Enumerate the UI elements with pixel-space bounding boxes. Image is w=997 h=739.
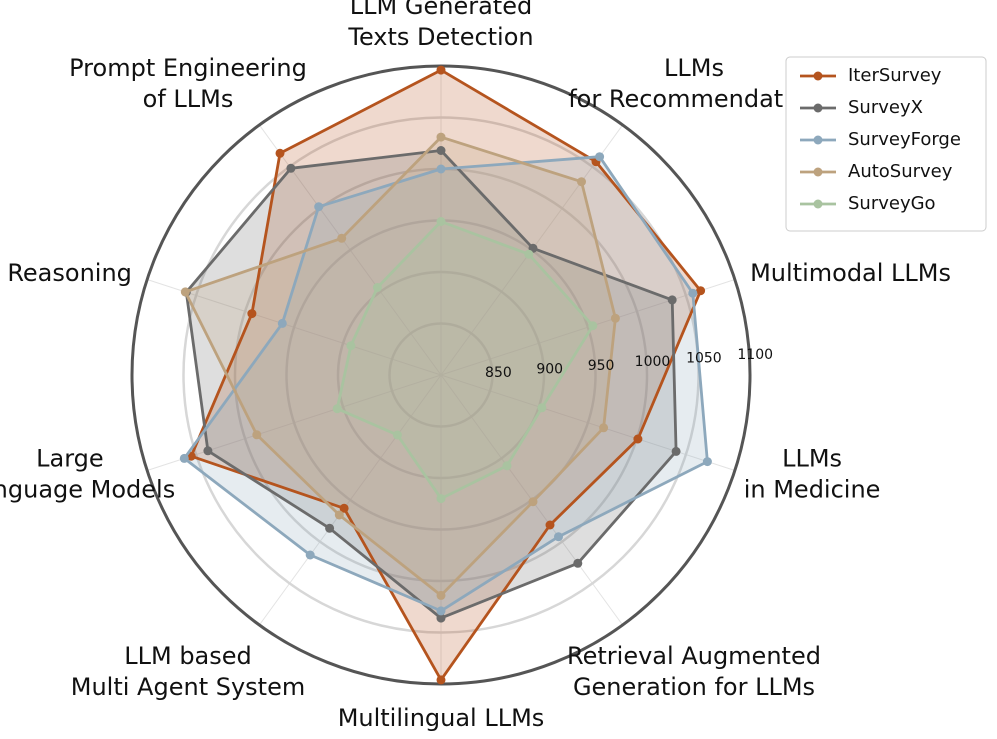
axis-label: Large <box>36 444 104 472</box>
data-point <box>334 510 344 520</box>
radial-tick-label: 1050 <box>686 351 722 367</box>
data-point <box>339 503 349 513</box>
grid-ring <box>388 322 494 428</box>
data-point <box>545 520 555 530</box>
data-point <box>436 613 446 623</box>
grid-ring <box>336 270 546 480</box>
data-point <box>180 287 190 297</box>
data-point <box>436 494 446 504</box>
axis-label: Multimodal LLMs <box>750 259 951 287</box>
legend-entry-label: SurveyGo <box>848 193 936 214</box>
data-point <box>436 65 446 75</box>
legend-swatch-marker <box>813 199 823 209</box>
data-point <box>554 532 563 542</box>
series-area <box>185 137 616 596</box>
legend-swatch-marker <box>813 103 823 113</box>
series-area <box>191 70 701 680</box>
data-point <box>436 606 446 616</box>
data-point <box>436 590 446 600</box>
data-point <box>346 341 356 351</box>
data-point <box>633 434 643 444</box>
data-point <box>502 461 512 471</box>
legend-box <box>785 56 987 232</box>
data-point <box>436 146 446 155</box>
radial-tick-label: 850 <box>485 365 512 381</box>
data-point <box>671 446 681 456</box>
radial-tick-label: 950 <box>588 358 615 374</box>
data-point <box>588 321 598 331</box>
data-point <box>179 453 189 463</box>
radial-tick-label: 1000 <box>635 354 671 370</box>
data-point <box>436 164 446 174</box>
axis-label: Language Models <box>0 475 175 503</box>
radial-tick-label: 1100 <box>737 347 773 363</box>
data-point <box>275 148 285 158</box>
data-point <box>595 152 605 162</box>
legend-swatch-marker <box>813 135 823 145</box>
series-lines <box>179 65 712 685</box>
data-point <box>667 295 677 305</box>
data-point <box>599 423 609 433</box>
data-point <box>372 283 382 292</box>
axis-label: LLMs <box>782 444 842 472</box>
data-point <box>436 217 446 226</box>
axis-label: LLM Generated <box>350 0 532 20</box>
data-point <box>524 249 534 259</box>
data-point <box>436 132 446 142</box>
data-point <box>577 177 586 187</box>
radial-tick-label: 900 <box>536 361 563 377</box>
data-point <box>696 286 706 296</box>
data-point <box>392 430 402 440</box>
data-point <box>528 497 538 507</box>
data-point <box>610 313 620 323</box>
axis-label: Texts Detection <box>347 23 533 51</box>
series-fills <box>184 70 708 680</box>
axis-label: of LLMs <box>143 85 234 113</box>
data-point <box>247 309 257 319</box>
legend-swatch-marker <box>813 71 823 81</box>
data-point <box>573 558 583 568</box>
data-point <box>286 163 296 173</box>
legend-swatch-marker <box>813 167 823 177</box>
legend-entry-label: AutoSurvey <box>848 161 953 182</box>
data-point <box>277 318 287 328</box>
axis-label: in Medicine <box>744 475 881 503</box>
legend-entry-label: SurveyForge <box>848 129 961 150</box>
axis-label: for Recommendation <box>568 85 820 113</box>
axis-label: LLMs Reasoning <box>0 259 132 287</box>
data-point <box>332 404 342 414</box>
legend-entry-label: SurveyX <box>848 97 923 118</box>
series-area <box>186 150 677 619</box>
data-point <box>252 430 262 440</box>
axis-label: Generation for LLMs <box>573 673 815 701</box>
axis-label: Multi Agent System <box>71 673 305 701</box>
legend-entry-label: IterSurvey <box>848 65 942 86</box>
data-point <box>537 403 547 413</box>
axis-label: Multilingual LLMs <box>338 704 545 732</box>
radial-tick-labels: 850 900 950 1000 1050 1100 <box>485 347 773 381</box>
axis-label: Retrieval Augmented <box>567 642 821 670</box>
data-point <box>314 202 324 212</box>
data-point <box>436 675 446 685</box>
data-point <box>325 523 335 533</box>
axis-label: Prompt Engineering <box>69 54 307 82</box>
data-point <box>702 457 712 467</box>
axis-label: LLMs <box>664 54 724 82</box>
data-point <box>337 233 347 243</box>
axis-label: LLM based <box>124 642 252 670</box>
data-point <box>305 550 315 560</box>
data-point <box>688 288 698 298</box>
data-point <box>203 446 213 456</box>
